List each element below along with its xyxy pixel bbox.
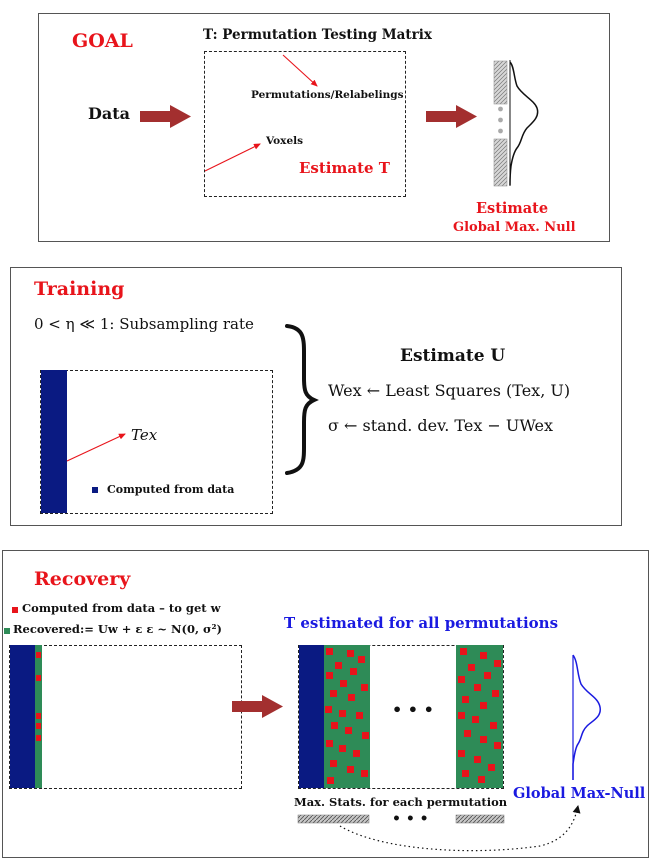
recovery-null-distribution	[572, 654, 601, 780]
recovery-right-matrix	[298, 645, 504, 789]
curly-brace	[285, 324, 319, 475]
voxels-label: Voxels	[266, 135, 304, 147]
training-matrix-box	[40, 370, 273, 514]
permutations-label: Permutations/Relabelings	[251, 89, 404, 101]
recovery-right-red-cells-1	[325, 648, 369, 784]
matrix-title-text: T: Permutation Testing Matrix	[203, 27, 432, 43]
matrix-title: T: Permutation Testing Matrix	[203, 27, 432, 43]
matrix-ellipsis: • • •	[392, 700, 434, 719]
goal-title: GOAL	[72, 30, 133, 52]
max-stats-bar-right	[455, 814, 505, 824]
max-stats-label: Max. Stats. for each permutation	[294, 795, 508, 809]
recovery-right-blue-column	[299, 645, 324, 788]
tex-label-text: Tex	[131, 426, 158, 444]
recovery-legend-red-square	[12, 607, 18, 613]
max-stats-bar-left	[297, 814, 370, 824]
recovery-left-matrix	[9, 645, 242, 789]
max-stats-dotted-arrow	[339, 805, 581, 852]
goal-null-column	[493, 60, 511, 187]
tex-label: Tex	[131, 426, 157, 444]
training-legend-square	[92, 487, 98, 493]
recovery-left-red-marks	[36, 652, 41, 741]
wex-line: Wex ← Least Squares (Tex, U)	[328, 381, 571, 400]
recovery-recovered-legend: Recovered:= Uw + ε ε ~ N(0, σ²)	[13, 622, 222, 636]
data-arrow	[140, 105, 191, 128]
training-panel	[10, 267, 622, 526]
eta-label-text: 0 < η ≪ 1: Subsampling rate	[34, 315, 254, 333]
global-null-label: Global Max. Null	[453, 220, 576, 235]
goal-matrix-box	[204, 51, 406, 197]
estimate-label: Estimate	[476, 200, 549, 217]
stats-ellipsis: • • •	[392, 811, 429, 827]
goal-null-curve	[509, 61, 539, 186]
estimate-arrow	[426, 105, 477, 128]
recovery-title: Recovery	[34, 568, 131, 590]
eta-label: 0 < η ≪ 1: Subsampling rate	[34, 315, 254, 333]
tex-pointer	[66, 433, 126, 462]
global-max-null-label: Global Max-Null	[513, 785, 646, 802]
recovery-legend-green-square	[4, 628, 10, 634]
recovery-computed-legend: Computed from data – to get w	[22, 601, 221, 615]
recovery-arrow	[232, 695, 283, 718]
sigma-line: σ ← stand. dev. Tex − UWex	[328, 416, 554, 435]
training-computed-column	[41, 370, 67, 513]
estimate-t-label: Estimate T	[299, 159, 390, 177]
voxels-pointer	[204, 143, 261, 172]
permutations-pointer	[282, 54, 318, 87]
t-estimated-label: T estimated for all permutations	[284, 614, 559, 632]
training-title: Training	[34, 278, 125, 300]
data-label: Data	[88, 104, 130, 123]
recovery-right-red-cells-2	[458, 648, 501, 783]
recovery-left-blue-column	[10, 645, 35, 788]
training-computed-label: Computed from data	[107, 483, 235, 496]
estimate-u-line: Estimate U	[400, 346, 506, 366]
